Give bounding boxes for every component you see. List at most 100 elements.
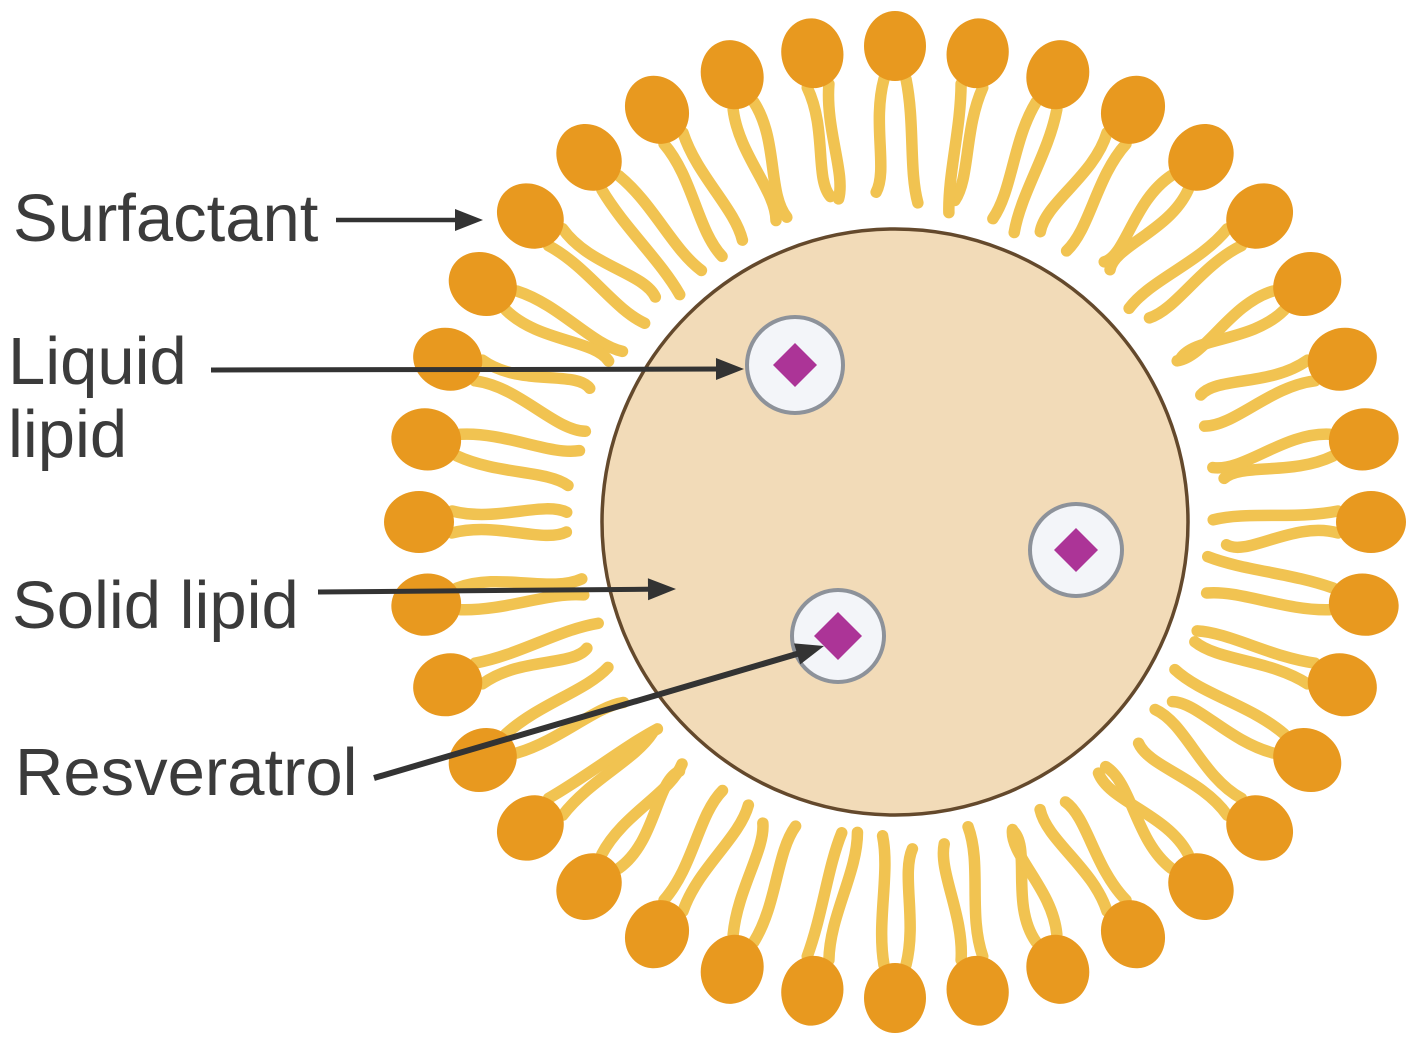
surfactant-tail xyxy=(1207,505,1344,526)
surfactant-head xyxy=(781,18,844,89)
surfactant-tail xyxy=(1034,803,1113,917)
surfactant-head xyxy=(1100,900,1166,969)
surfactant-tail xyxy=(727,103,782,227)
surfactant-head xyxy=(1226,795,1294,861)
surfactant-tail xyxy=(801,81,837,203)
surfactant-head xyxy=(1168,123,1234,191)
surfactant-head xyxy=(946,955,1009,1026)
surfactant-tail xyxy=(511,285,629,358)
surfactant-head xyxy=(700,934,764,1004)
surfactant-tail xyxy=(1218,450,1339,485)
resveratrol-arrow-line xyxy=(373,648,806,781)
surfactant-head xyxy=(384,491,454,553)
surfactant-tail xyxy=(500,304,615,367)
surfactant-tail xyxy=(1098,169,1178,268)
surfactant-tail xyxy=(1195,354,1314,401)
surfactant-tail xyxy=(801,827,848,963)
surfactant-tail xyxy=(677,799,755,917)
resveratrol-diamond xyxy=(1054,528,1098,572)
surfactant-tail xyxy=(1006,823,1063,941)
surfactant-head xyxy=(413,653,483,717)
surfactant-head xyxy=(1273,251,1342,317)
label-solid-lipid: Solid lipid xyxy=(12,568,299,643)
surfactant-tail xyxy=(454,428,586,458)
surfactant-heads xyxy=(384,11,1406,1033)
surfactant-tail xyxy=(1132,737,1234,821)
surfactant-tail xyxy=(1123,223,1234,315)
surfactant-tail xyxy=(596,183,686,301)
surfactant-head xyxy=(496,795,564,861)
surfactant-tail xyxy=(875,830,891,971)
solid_lipid-arrowhead xyxy=(647,578,676,601)
surfactant-head xyxy=(1026,934,1090,1004)
surfactant-head xyxy=(448,251,517,317)
surfactant-head xyxy=(1273,727,1342,793)
surfactant-tail xyxy=(556,223,662,303)
surfactant-tail xyxy=(1171,285,1279,367)
surfactant-head xyxy=(1026,40,1090,110)
surfactant-head xyxy=(413,327,483,391)
liquid_lipid-arrow-line xyxy=(210,366,725,373)
surfactant-tail xyxy=(612,169,708,277)
surfactant-tail xyxy=(658,138,728,263)
surfactant-tail xyxy=(500,661,614,740)
surfactant-tail xyxy=(556,727,659,821)
solid_lipid-arrow-line xyxy=(317,586,657,595)
surfactant-tail xyxy=(987,96,1042,225)
surfactant-tail xyxy=(1099,760,1178,875)
surfactant-tail xyxy=(870,73,890,198)
surfactant-head xyxy=(1307,327,1377,391)
surfactant-head xyxy=(781,955,844,1026)
label-arrows xyxy=(210,209,824,781)
surfactant-tail xyxy=(476,642,593,690)
surfactant-tail xyxy=(727,817,769,941)
surfactant-tail xyxy=(943,78,967,219)
surfactant-tail xyxy=(1008,103,1063,239)
surfactant-tail xyxy=(1198,375,1321,432)
surfactant-tail xyxy=(446,523,573,542)
surfactant-tail xyxy=(1200,586,1336,616)
surfactant-head xyxy=(556,123,622,191)
surfactant-tail xyxy=(1060,138,1132,257)
surfactant-tail xyxy=(962,821,989,963)
surfactant-tail xyxy=(1189,636,1314,690)
labels: Surfactant Liquid lipid Solid lipid Resv… xyxy=(8,181,358,810)
surfactant-tail xyxy=(542,239,651,329)
surfactant-head xyxy=(624,900,690,969)
surfactant-tail xyxy=(1207,428,1336,474)
surfactant-head xyxy=(1328,408,1399,471)
label-liquid-lipid-line2: lipid xyxy=(8,397,127,472)
surfactant-tail xyxy=(451,573,588,594)
surfactant-head xyxy=(1336,491,1406,553)
surfactant-head xyxy=(624,75,690,144)
surfactant-head xyxy=(1226,183,1294,249)
surfactant-head xyxy=(556,853,622,921)
surfactant-tail xyxy=(454,588,590,616)
surfactant-tail xyxy=(1092,767,1194,861)
resveratrol-diamond xyxy=(773,343,817,387)
surfactant-tail xyxy=(823,826,864,966)
surfactant-tail xyxy=(1059,796,1132,906)
surfactant-head xyxy=(391,573,462,636)
surfactant-tail xyxy=(822,78,846,205)
surfactant-head xyxy=(391,408,462,471)
liquid-lipid-droplets xyxy=(745,315,1124,684)
surfactant-head xyxy=(1307,653,1377,717)
surfactant-tail xyxy=(748,820,802,948)
surfactant-head xyxy=(1168,853,1234,921)
surfactant-tail xyxy=(677,127,749,246)
surfactant-tail xyxy=(658,784,729,906)
surfactant-head xyxy=(864,963,926,1033)
surfactant-tail xyxy=(937,838,968,966)
surfactant-tail xyxy=(900,843,919,971)
surfactant-head xyxy=(1100,75,1166,144)
surfactant-tail xyxy=(469,617,604,669)
surfactant-tail xyxy=(1149,703,1248,805)
surfactant-tail xyxy=(612,765,686,875)
surfactant-head xyxy=(496,183,564,249)
surfactant-arrowhead xyxy=(455,209,483,231)
surfactant-tail xyxy=(949,81,989,207)
surfactant-tail xyxy=(1202,550,1339,594)
surfactant-tail xyxy=(1166,695,1279,759)
